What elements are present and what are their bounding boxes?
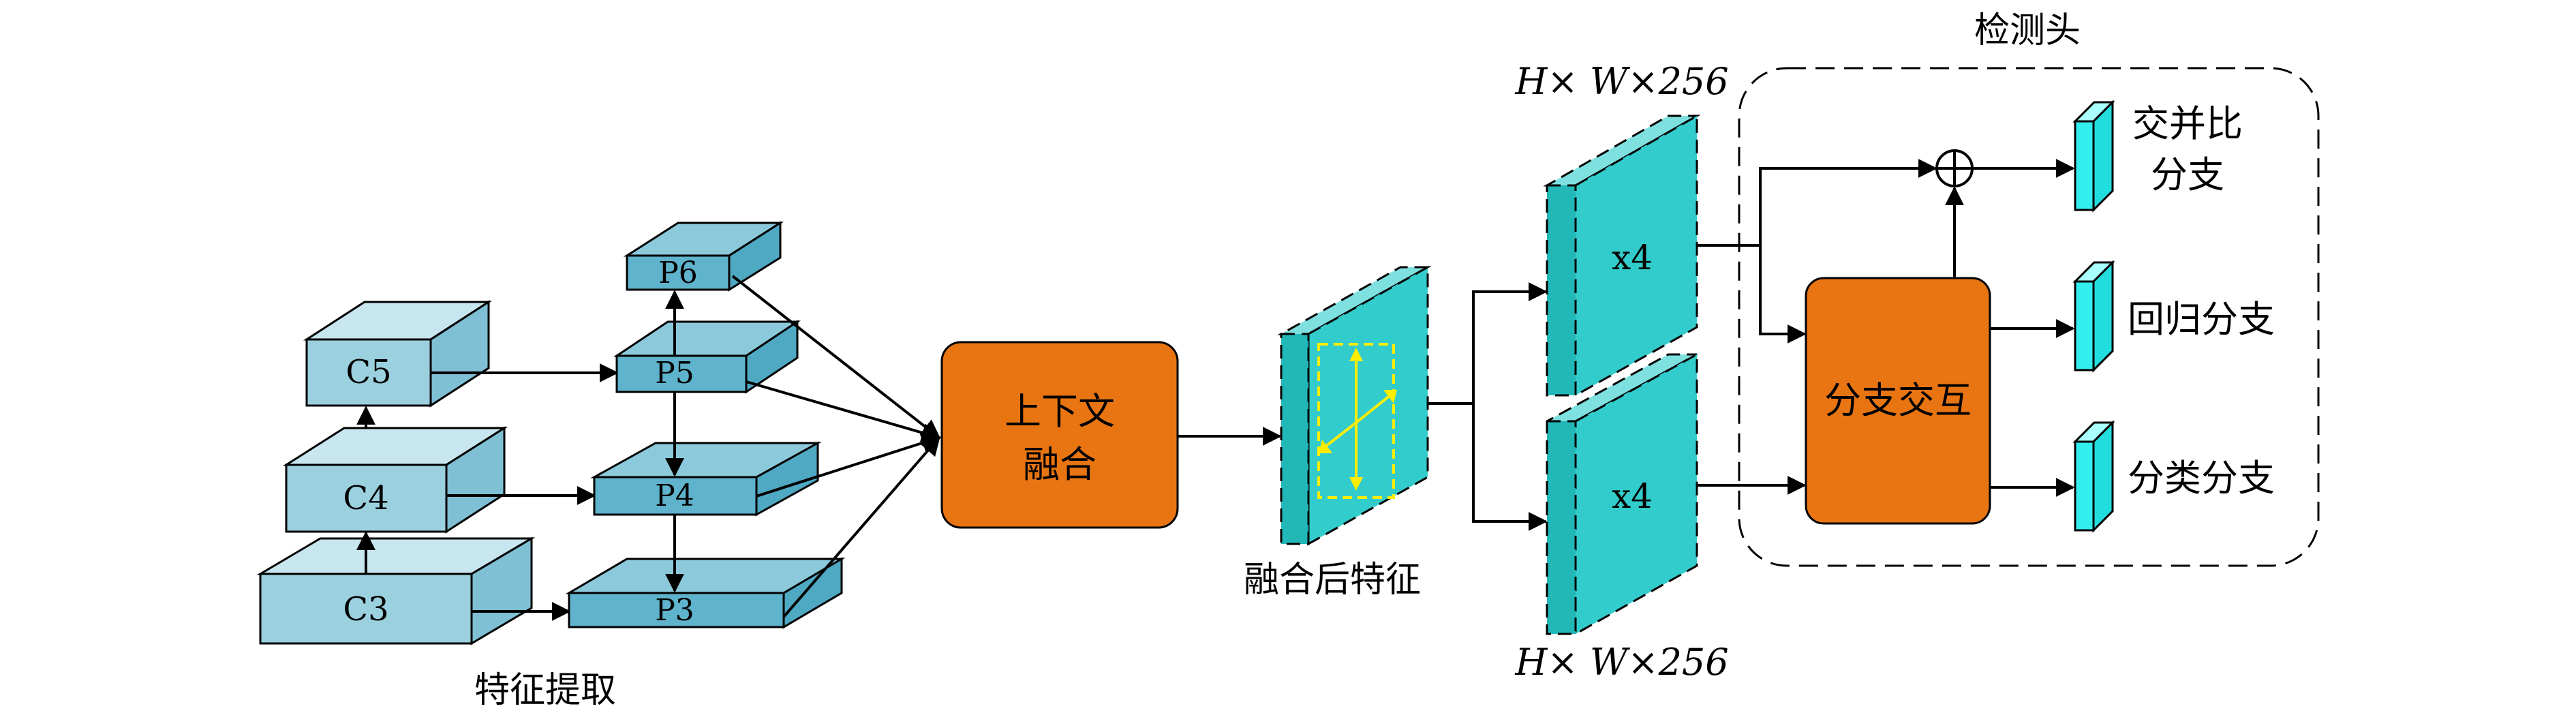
fused-feature-plate <box>1277 265 1432 546</box>
backbone-caption: 特征提取 <box>474 670 616 711</box>
arrow-feature-top-branch <box>1428 282 1548 405</box>
detection-head-title: 检测头 <box>1974 10 2081 51</box>
bottom-branch-plate: x4 <box>1546 352 1698 636</box>
regression-output-prism <box>2072 260 2115 373</box>
arrow-p4-fusion <box>756 433 941 498</box>
classification-branch-label: 分类分支 <box>2128 457 2275 500</box>
regression-branch-label: 回归分支 <box>2128 298 2275 341</box>
arrow-top-to-sum <box>1759 159 1937 245</box>
bottom-dimension-label: H× W×256 <box>1514 641 1728 684</box>
c3-label: C3 <box>343 590 388 628</box>
deformable-arrows-icon <box>1317 343 1397 499</box>
p4-label: P4 <box>655 478 694 513</box>
detection-head-container <box>1738 67 2320 567</box>
p5-label: P5 <box>655 356 694 391</box>
fused-feature-caption: 融合后特征 <box>1244 560 1421 600</box>
sum-node-icon <box>1935 149 1974 187</box>
top-dimension-label: H× W×256 <box>1514 60 1728 103</box>
arrow-p3-fusion <box>782 436 940 618</box>
p3-label: P3 <box>655 593 694 628</box>
top-branch-plate: x4 <box>1543 114 1701 397</box>
fusion-label-line1: 上下文 <box>1005 390 1115 433</box>
arrow-p6-fusion <box>731 275 941 439</box>
top-branch-label: x4 <box>1612 238 1653 277</box>
iou-output-prism <box>2072 100 2115 213</box>
interaction-label: 分支交互 <box>1824 379 1972 422</box>
c3-block: C3 <box>256 536 536 645</box>
arrow-feature-bottom-branch <box>1472 404 1548 531</box>
c5-block: C5 <box>303 300 493 408</box>
p3-block: P3 <box>565 557 846 629</box>
iou-branch-label-line1: 交并比 <box>2132 102 2243 145</box>
p6-label: P6 <box>658 256 698 290</box>
p4-block: P4 <box>590 441 822 517</box>
c5-label: C5 <box>346 353 391 391</box>
arrow-top-to-interaction <box>1697 244 1807 344</box>
arrow-p5-fusion <box>746 380 941 442</box>
bottom-branch-label: x4 <box>1612 476 1653 516</box>
branch-interaction-box: 分支交互 <box>1805 277 1991 525</box>
c4-label: C4 <box>343 479 388 517</box>
context-fusion-box: 上下文 融合 <box>940 341 1179 529</box>
p6-block: P6 <box>623 221 784 292</box>
c4-block: C4 <box>282 426 508 534</box>
fusion-label-line2: 融合 <box>1023 443 1097 486</box>
classification-output-prism <box>2072 420 2115 533</box>
iou-branch-label-line2: 分支 <box>2151 153 2224 196</box>
p5-block: P5 <box>613 320 801 394</box>
